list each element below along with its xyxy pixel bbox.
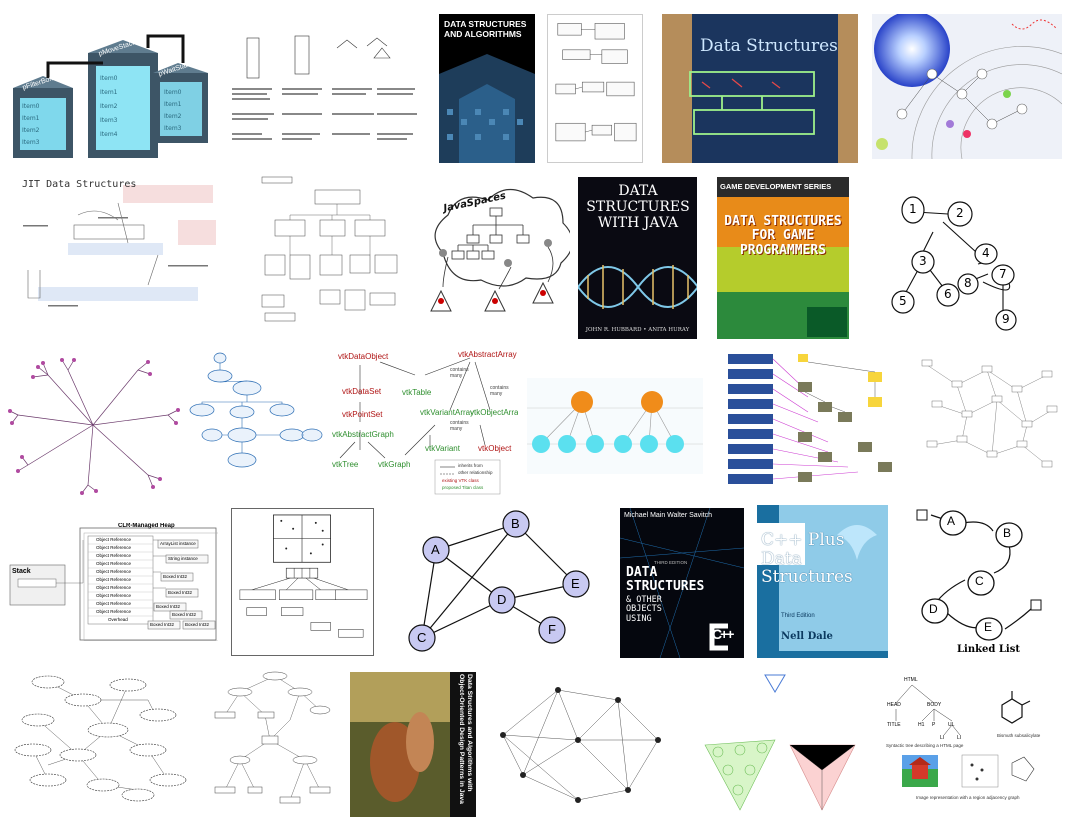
uml-diagram-thumbnail[interactable] (547, 14, 643, 163)
fantasy-painting (350, 672, 476, 817)
book-cover-dsa-java[interactable]: DATA STRUCTURES WITH JAVA JOHN R. HUBBAR… (578, 177, 697, 339)
graph-letters-thumbnail[interactable]: A B C D E F (408, 508, 596, 656)
org-tree-thumbnail[interactable] (210, 670, 340, 815)
vtk-class-diagram-thumbnail[interactable]: vtkDataObject vtkAbstractArray vtkDataSe… (330, 350, 518, 495)
svg-text:Item0: Item0 (22, 103, 40, 110)
svg-text:Item3: Item3 (100, 117, 118, 124)
heap-frame (9, 527, 218, 641)
stack-queue-diagrams-thumbnail[interactable] (227, 28, 420, 158)
svg-text:Item1: Item1 (164, 101, 182, 108)
radial-tree-thumbnail[interactable] (8, 355, 180, 495)
linked-list-drawing (916, 509, 1042, 641)
class-hierarchy-thumbnail[interactable] (260, 175, 400, 325)
level-tree (527, 391, 703, 453)
examples-drawing (895, 684, 1035, 788)
quadtree-diagram-thumbnail[interactable] (231, 508, 374, 656)
jit-notes-thumbnail[interactable]: JIT Data Structures (8, 175, 220, 315)
undirected-graph (408, 510, 590, 652)
svg-text:Item2: Item2 (22, 127, 40, 134)
cover-art (620, 508, 744, 658)
graph-render (874, 14, 1062, 159)
org-tree (214, 671, 331, 804)
state-graph (14, 675, 187, 802)
uml-boxes (555, 23, 637, 142)
dense-graph-thumbnail[interactable] (917, 355, 1060, 485)
quadtree-diagram (239, 514, 368, 638)
hand-drawn-tree-thumbnail[interactable]: 1 2 3 4 5 6 7 8 9 (888, 192, 1060, 332)
radial-tree (8, 358, 180, 495)
html-tree-examples-thumbnail[interactable]: HTML HEAD BODY TITLE H1 P UL LI LI Synta… (882, 675, 1067, 810)
svg-text:Item0: Item0 (164, 89, 182, 96)
tshirt-drawing (662, 14, 858, 163)
vtk-arrows (339, 357, 501, 495)
geometric-graph-thumbnail[interactable] (488, 680, 668, 810)
cover-art (439, 54, 535, 163)
tshirt-photo[interactable]: Data Structures (662, 14, 858, 163)
cover-gradient (717, 177, 849, 339)
svg-text:Item1: Item1 (100, 89, 118, 96)
clr-heap-diagram-thumbnail[interactable]: Stack CLR-Managed Heap Object Reference … (8, 523, 218, 641)
book-cover-cpp-plus[interactable]: C++ Plus Data Structures Third Edition N… (757, 505, 888, 658)
book-cover-dsa-cpp-objects[interactable]: Michael Main Walter Savitch THIRD EDITIO… (620, 508, 744, 658)
geometric-graph (500, 687, 661, 803)
svg-text:Item4: Item4 (100, 131, 118, 138)
svg-text:Item3: Item3 (22, 139, 40, 146)
linked-list-thumbnail[interactable]: A B C D E Linked List (905, 505, 1063, 660)
svg-text:Item1: Item1 (22, 115, 40, 122)
triangle-meshes (704, 674, 856, 811)
sketch-diagrams (232, 35, 417, 140)
flowchart-thumbnail[interactable] (182, 350, 330, 480)
dense-graph (921, 359, 1058, 468)
book-cover-game-programmers[interactable]: GAME DEVELOPMENT SERIES DATA STRUCTURES … (717, 177, 849, 339)
molecular-graph-thumbnail[interactable] (872, 14, 1062, 159)
video-tree-thumbnail[interactable] (718, 352, 910, 492)
video-tree (728, 354, 892, 484)
dna-helix (578, 265, 697, 309)
class-hierarchy-diagram (261, 176, 398, 322)
book-cover-fantasy[interactable]: Data Structures and Algorithms with Obje… (350, 672, 476, 817)
svg-text:Item2: Item2 (100, 103, 118, 110)
handwritten-notes (23, 185, 216, 307)
book-cover-dsa[interactable]: DATA STRUCTURES AND ALGORITHMS (439, 14, 535, 163)
flowchart (189, 352, 323, 468)
cloud-diagram (430, 188, 570, 312)
svg-text:Item0: Item0 (100, 75, 118, 82)
svg-text:Item3: Item3 (164, 125, 182, 132)
level-tree-thumbnail[interactable] (527, 378, 703, 474)
javaspaces-thumbnail[interactable]: JavaSpaces (423, 183, 570, 331)
cover-art (757, 505, 888, 658)
hand-drawn-tree (891, 196, 1017, 331)
state-graph-thumbnail[interactable] (8, 670, 195, 810)
svg-text:Item2: Item2 (164, 113, 182, 120)
triangle-mesh-thumbnail[interactable] (700, 670, 860, 815)
